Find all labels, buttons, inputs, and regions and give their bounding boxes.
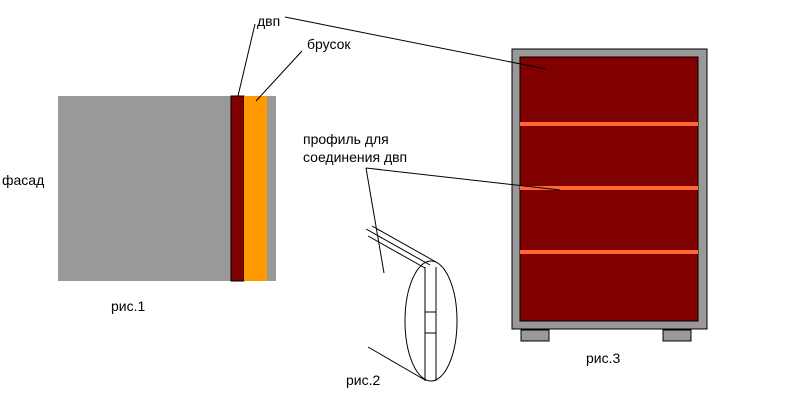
label-facade: фасад — [2, 172, 44, 188]
leader-profile-to-fig2 — [365, 167, 385, 274]
leader-dvp-to-fig1 — [237, 23, 256, 97]
facade-panel — [58, 96, 232, 281]
label-fig1: рис.1 — [111, 298, 145, 314]
label-fig3: рис.3 — [586, 350, 620, 366]
figure-3-cabinet — [511, 48, 708, 342]
facade-edge-strip — [267, 96, 276, 281]
text-labels: фасад двп брусок профиль для соединения … — [2, 13, 620, 388]
label-brusok: брусок — [307, 36, 351, 52]
label-profile-line2: соединения двп — [303, 149, 407, 165]
leader-dvp-to-fig3 — [284, 16, 547, 70]
figure-2-profile-sketch — [365, 225, 458, 382]
leader-lines — [237, 16, 561, 274]
sketch-line-top-1 — [365, 228, 431, 266]
sketch-line-top-3 — [371, 225, 437, 263]
cabinet-foot-right — [662, 329, 692, 342]
dvp-layer — [230, 95, 245, 282]
cabinet-foot-left — [520, 329, 550, 342]
leader-profile-to-fig3 — [365, 167, 561, 191]
label-dvp: двп — [257, 13, 280, 29]
sketch-line-bottom — [367, 346, 426, 381]
profile-h-shape — [424, 267, 437, 313]
label-profile-line1: профиль для — [303, 131, 389, 147]
leader-brusok-to-fig1 — [255, 50, 303, 102]
brusok-layer — [244, 96, 267, 281]
figure-1-facade-section — [58, 95, 276, 282]
profile-highlight-ellipse — [404, 260, 458, 382]
label-fig2: рис.2 — [346, 372, 380, 388]
profile-h-shape-lower — [424, 332, 437, 381]
sketch-line-top-2 — [367, 235, 426, 269]
